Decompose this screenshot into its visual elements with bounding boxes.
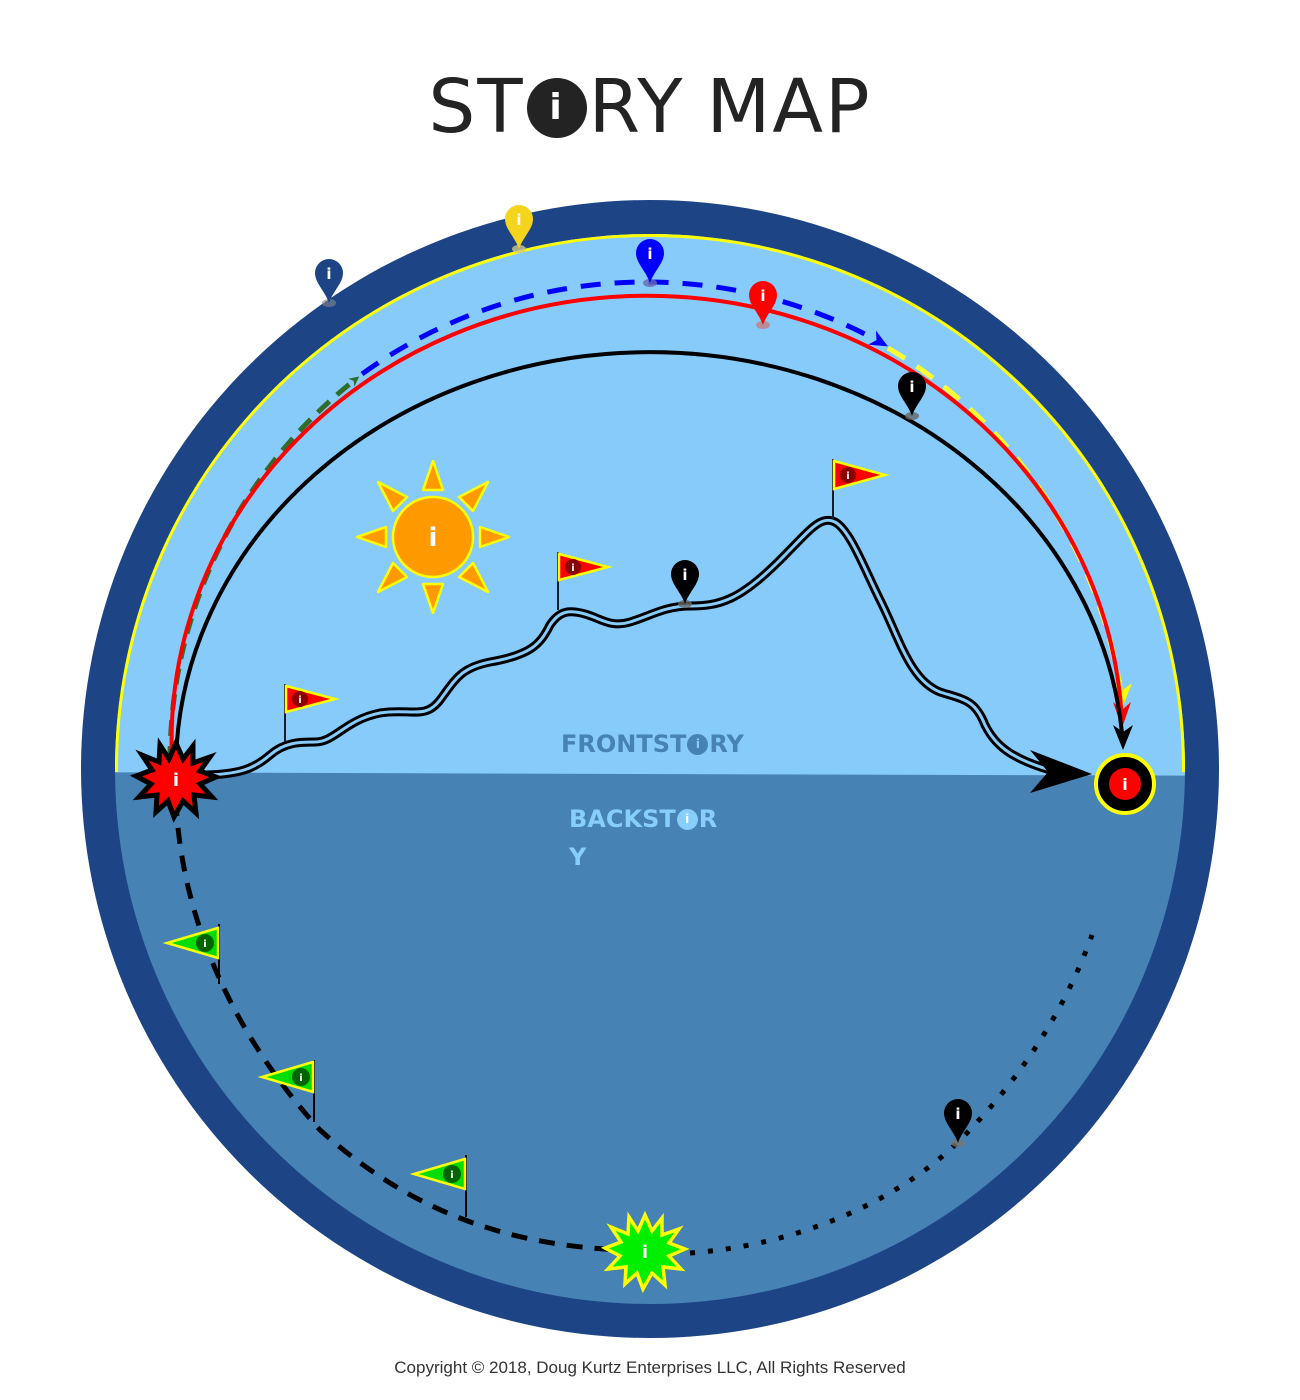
svg-text:i: i [173, 770, 179, 791]
svg-text:i: i [298, 695, 301, 706]
pin-navy[interactable]: i [315, 259, 343, 307]
title-info-icon[interactable]: i [526, 78, 587, 138]
pin-blue[interactable]: i [636, 239, 664, 287]
black-arc [174, 350, 1125, 761]
svg-text:i: i [203, 939, 206, 950]
red-arc [169, 293, 1124, 761]
svg-text:i: i [909, 378, 914, 396]
svg-text:i: i [429, 523, 438, 553]
svg-text:i: i [846, 471, 849, 482]
pin-yellow[interactable]: i [505, 205, 533, 253]
flag-green-2[interactable]: i [257, 1060, 315, 1122]
frontstory-text-part1: FRONTST [561, 730, 687, 758]
black-arrowhead-icon [1113, 725, 1133, 750]
flag-green-3[interactable]: i [409, 1155, 467, 1217]
frontstory-info-icon[interactable]: i [687, 733, 709, 755]
backstory-info-icon[interactable]: i [676, 808, 698, 830]
page-title: ST i RY MAP [0, 62, 1300, 152]
inciting-incident-burst-icon[interactable]: i [129, 736, 223, 823]
backstory-label: BACKST i R Y [569, 800, 729, 876]
svg-text:i: i [955, 1105, 960, 1123]
goal-target-icon[interactable]: i [1094, 753, 1156, 815]
pin-black-backstory[interactable]: i [944, 1099, 972, 1147]
svg-text:i: i [516, 211, 521, 229]
title-part-st: ST [428, 64, 525, 150]
backstory-text-part1: BACKST [569, 805, 676, 833]
backstory-text-wrap: Y [569, 843, 587, 871]
frontstory-region [115, 234, 1185, 776]
backstory-origin-burst-icon[interactable]: i [600, 1210, 690, 1294]
flag-green-1[interactable]: i [162, 924, 220, 984]
sun-icon[interactable]: i [355, 459, 511, 615]
svg-text:i: i [571, 563, 574, 574]
title-part-map: MAP [706, 64, 872, 150]
svg-text:i: i [299, 1073, 302, 1084]
backstory-dashed-arc [173, 799, 621, 1253]
svg-text:i: i [326, 265, 331, 283]
svg-text:i: i [1122, 775, 1127, 794]
svg-text:i: i [642, 1242, 648, 1263]
svg-text:i: i [450, 1170, 453, 1181]
flag-red-1[interactable]: i [284, 684, 340, 742]
blue-dashed-arc [360, 279, 888, 377]
svg-text:i: i [760, 287, 765, 305]
copyright-footer: Copyright © 2018, Doug Kurtz Enterprises… [394, 1358, 906, 1377]
flag-red-2[interactable]: i [557, 552, 613, 610]
pin-red[interactable]: i [749, 281, 777, 329]
backstory-text-part2: R [698, 805, 718, 833]
frontstory-text-part2: RY [709, 730, 744, 758]
flag-red-peak[interactable]: i [832, 459, 890, 519]
plot-arrowhead-icon [1030, 750, 1092, 793]
frontstory-label: FRONTST i RY [561, 730, 744, 758]
svg-text:i: i [682, 566, 687, 584]
title-part-ry: RY [588, 64, 685, 150]
pin-black-arc[interactable]: i [898, 372, 926, 420]
svg-text:i: i [647, 245, 652, 263]
plot-path [195, 515, 1092, 793]
pin-black-plot[interactable]: i [671, 560, 699, 608]
